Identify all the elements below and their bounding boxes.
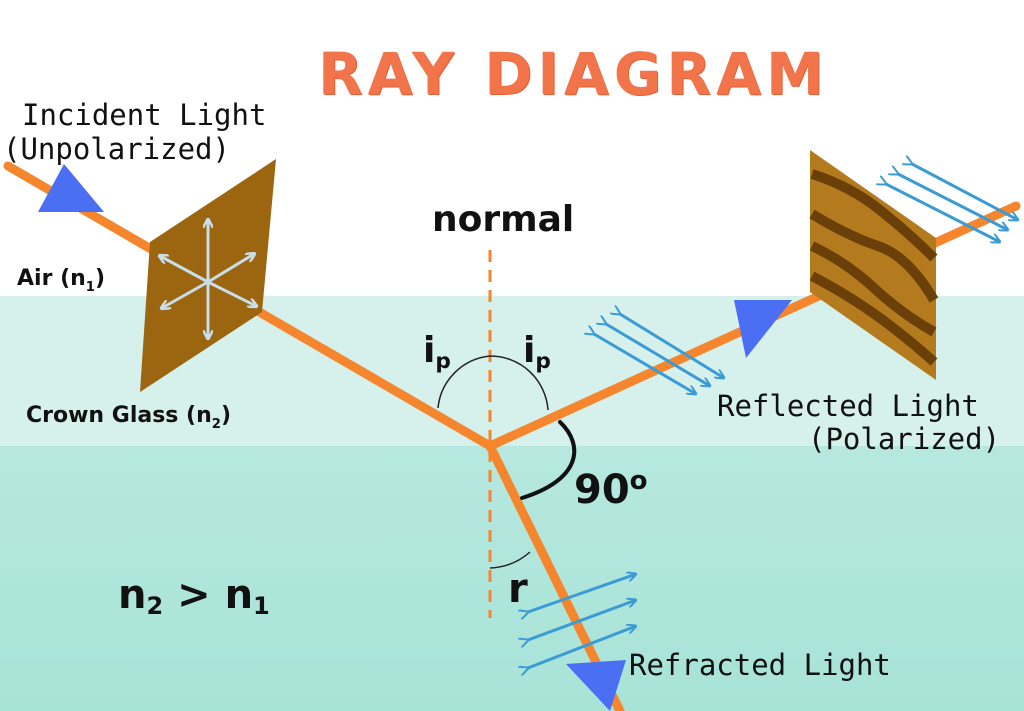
inequality-right: n <box>224 572 254 618</box>
refracted-light-label: Refracted Light <box>629 648 891 682</box>
incidence-angle-arc <box>437 355 491 409</box>
page-title: RAY DIAGRAM <box>318 40 829 108</box>
reflected-light-label: Reflected Light <box>717 389 979 423</box>
inequality-left-subscript: 2 <box>146 592 164 620</box>
incident-light-label: Incident Light <box>22 98 267 132</box>
air-medium-label: Air (n1) <box>17 266 105 295</box>
star-arrows-icon <box>160 220 256 338</box>
incident-arrowhead-icon <box>38 164 104 212</box>
inequality-left: n <box>118 572 147 618</box>
incident-light-sublabel: (Unpolarized) <box>3 132 230 166</box>
glass-label-close: ) <box>220 403 232 428</box>
refraction-angle-label: r <box>508 566 528 612</box>
reflected-polarization-arrows <box>594 314 724 394</box>
refracted-arrowhead-icon <box>566 660 626 711</box>
glass-medium-name: Crown Glass (n <box>26 403 212 428</box>
glass-index-subscript: 2 <box>211 417 221 432</box>
angle-subscript: p <box>535 349 551 374</box>
incidence-angle-label: ip <box>423 330 451 374</box>
refraction-angle-arc <box>489 551 531 569</box>
angle-subscript: p <box>435 349 451 374</box>
air-label-close: ) <box>94 266 106 291</box>
inequality-right-subscript: 1 <box>253 592 270 620</box>
right-angle-bracket <box>520 420 577 500</box>
reflection-angle-label: ip <box>523 330 551 374</box>
reflection-angle-arc <box>489 355 549 411</box>
air-medium-name: Air (n <box>17 266 86 291</box>
reflected-arrowhead-icon <box>734 300 792 358</box>
air-index-subscript: 1 <box>85 280 95 295</box>
refracted-polarization-arrows <box>528 574 636 668</box>
angle-symbol: i <box>523 330 536 371</box>
reflected-light-sublabel: (Polarized) <box>808 422 1001 456</box>
glass-medium-label: Crown Glass (n2) <box>26 403 231 432</box>
index-inequality: n2 > n1 <box>118 572 270 620</box>
angle-symbol: i <box>423 330 436 371</box>
normal-label: normal <box>432 199 575 240</box>
right-angle-label: 90o <box>574 466 648 513</box>
parallel-double-arrows-icon <box>886 164 1018 242</box>
degree-symbol: o <box>629 466 648 496</box>
inequality-operator: > <box>163 572 225 618</box>
right-angle-value: 90 <box>574 467 630 513</box>
polarizing-filter <box>810 150 936 380</box>
